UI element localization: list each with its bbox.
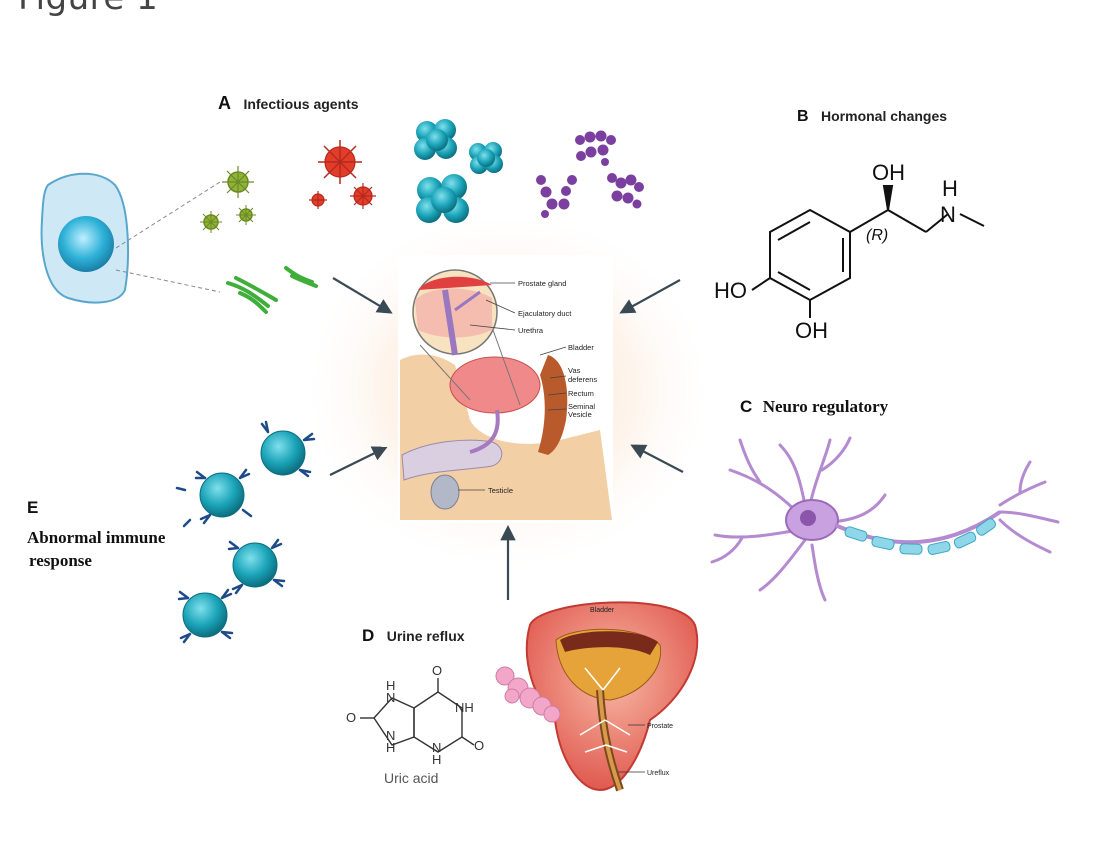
figure-title: Figure 1	[18, 0, 158, 18]
teal-cocci-icon	[414, 119, 503, 223]
ua-o-top: O	[432, 663, 442, 678]
ua-h1: H	[386, 678, 395, 693]
label-d-prostate: Prostate	[647, 723, 673, 730]
label-prostate-gland: Prostate gland	[518, 279, 566, 288]
arrow-a	[332, 277, 393, 314]
host-cell	[40, 172, 221, 304]
panel-b-letter: B	[797, 108, 809, 125]
bladder-prostate-illustration	[495, 601, 699, 792]
panel-e-title-line2: response	[29, 551, 92, 570]
panel-b-title: Hormonal changes	[821, 108, 948, 124]
panel-a-title: Infectious agents	[243, 96, 359, 112]
label-testicle: Testicle	[488, 486, 513, 495]
label-vas: Vas	[568, 366, 581, 375]
epi-ho: HO	[714, 278, 747, 303]
label-bladder: Bladder	[568, 343, 594, 352]
panel-b-heading: B Hormonal changes	[797, 108, 947, 126]
green-bacilli-icon	[226, 266, 318, 314]
ua-o-left: O	[346, 710, 356, 725]
prostate-anatomy-illustration	[398, 255, 613, 523]
arrow-e	[329, 446, 388, 476]
panel-c-letter: C	[740, 397, 753, 416]
ua-h-bottom: H	[432, 752, 441, 767]
epi-n: N	[940, 202, 956, 227]
ua-o-right: O	[474, 738, 484, 753]
label-ejaculatory-duct: Ejaculatory duct	[518, 309, 572, 318]
epi-oh-top: OH	[872, 160, 905, 185]
arrow-b	[619, 279, 681, 314]
ua-n1: N	[386, 690, 395, 705]
panel-e-heading: E Abnormal immune response	[27, 498, 165, 571]
label-rectum: Rectum	[568, 389, 594, 398]
label-urethra: Urethra	[518, 326, 544, 335]
ua-n-left: N	[386, 728, 395, 743]
label-d-ureflux: Ureflux	[647, 770, 670, 777]
panel-e-letter: E	[27, 498, 39, 517]
epi-h: H	[942, 176, 958, 201]
red-virus-icon	[309, 140, 376, 209]
ua-n-bottom: N	[432, 740, 441, 755]
arrow-c	[630, 444, 684, 473]
purple-bacteria-icon	[536, 130, 644, 218]
panel-a-letter: A	[218, 93, 231, 113]
panel-d-letter: D	[362, 626, 375, 645]
panel-c-title: Neuro regulatory	[762, 397, 889, 416]
green-virus-icon	[200, 166, 256, 233]
label-vesicle: Vesicle	[568, 410, 592, 419]
label-deferens: deferens	[568, 375, 597, 384]
uric-acid-structure	[360, 678, 475, 753]
ua-h-left: H	[386, 740, 395, 755]
neuron-illustration	[710, 436, 1060, 602]
panel-d-title: Urine reflux	[386, 628, 465, 644]
arrows	[329, 277, 684, 600]
epinephrine-structure	[751, 185, 985, 318]
panel-d-heading: D Urine reflux	[362, 626, 465, 646]
ua-nh: NH	[455, 700, 474, 715]
epi-stereo: (R)	[866, 227, 888, 244]
immune-cells-illustration	[175, 420, 316, 644]
label-seminal: Seminal	[568, 402, 595, 411]
epi-oh-bottom: OH	[795, 318, 828, 343]
panel-a-heading: A Infectious agents	[218, 93, 359, 114]
uric-acid-label: Uric acid	[384, 770, 439, 786]
label-d-bladder: Bladder	[590, 607, 615, 614]
panel-e-title-line1: Abnormal immune	[27, 528, 166, 547]
panel-c-heading: C Neuro regulatory	[740, 397, 888, 417]
